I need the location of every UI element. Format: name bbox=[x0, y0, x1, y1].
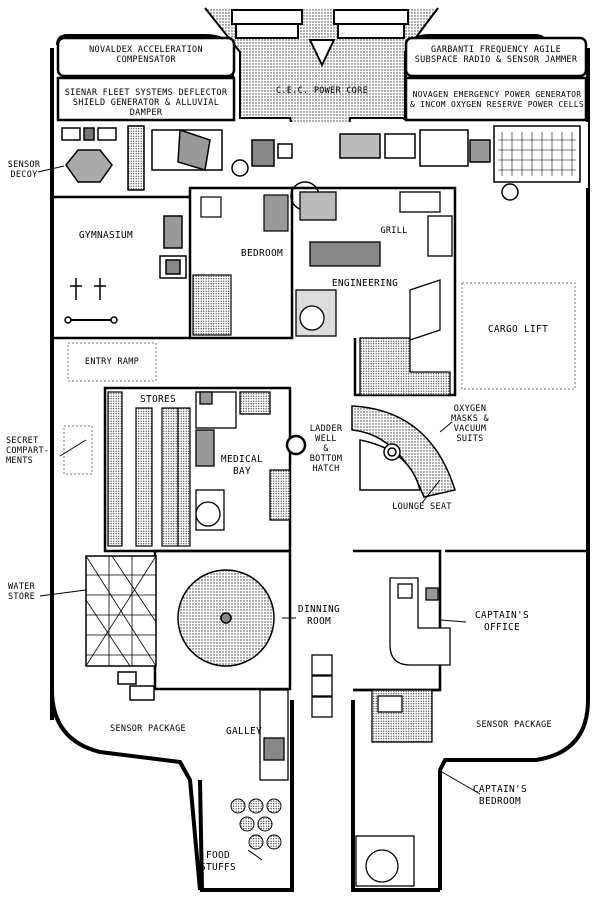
equipment-row bbox=[54, 122, 588, 211]
label-galley: GALLEY bbox=[225, 726, 263, 737]
label-food-stuffs: FOOD STUFFS bbox=[199, 850, 237, 873]
label-sensor-package-left: SENSOR PACKAGE bbox=[110, 724, 186, 734]
label-novaldex: NOVALDEX ACCELERATION COMPENSATOR bbox=[89, 45, 203, 65]
label-bedroom: BEDROOM bbox=[240, 248, 284, 259]
cargo-lift bbox=[461, 282, 576, 390]
label-cargo-lift: CARGO LIFT bbox=[487, 324, 549, 335]
dining-table bbox=[177, 569, 275, 667]
label-lounge-seat: LOUNGE SEAT bbox=[392, 502, 452, 512]
label-stores: STORES bbox=[139, 394, 177, 405]
water-store bbox=[85, 555, 157, 701]
label-secret: SECRET COMPART- MENTS bbox=[6, 436, 50, 466]
lounge-seat bbox=[351, 405, 456, 498]
galley-fixtures bbox=[259, 654, 333, 781]
stores-shelves bbox=[107, 391, 191, 547]
label-sensor-package-right: SENSOR PACKAGE bbox=[476, 720, 552, 730]
label-captains-office: CAPTAIN'S OFFICE bbox=[474, 610, 530, 633]
captains-bedroom-furniture bbox=[355, 689, 433, 887]
label-medical-bay: MEDICAL BAY bbox=[220, 454, 264, 477]
food-stuffs-barrels bbox=[230, 798, 282, 850]
power-core bbox=[204, 7, 439, 161]
engineering-equipment bbox=[295, 191, 453, 396]
label-garbanti: GARBANTI FREQUENCY AGILE SUBSPACE RADIO … bbox=[414, 45, 578, 65]
medical-bay-equipment bbox=[195, 391, 291, 531]
secret-compartments bbox=[63, 425, 93, 475]
gymnasium-equipment bbox=[64, 215, 187, 324]
label-sienar: SIENAR FLEET SYSTEMS DEFLECTOR SHIELD GE… bbox=[64, 88, 228, 118]
label-engineering: ENGINEERING bbox=[331, 278, 399, 289]
callout-lines bbox=[37, 165, 481, 861]
ladder-well bbox=[285, 434, 307, 456]
label-gymnasium: GYMNASIUM bbox=[78, 230, 134, 241]
label-entry-ramp: ENTRY RAMP bbox=[84, 357, 140, 367]
label-water-store: WATER STORE bbox=[8, 582, 36, 602]
label-novagen: NOVAGEN EMERGENCY POWER GENERATOR & INCO… bbox=[410, 90, 584, 109]
label-dinning-room: DINNING ROOM bbox=[297, 604, 341, 627]
label-captains-bedroom: CAPTAIN'S BEDROOM bbox=[472, 784, 528, 807]
label-sensor-decoy: SENSOR DECOY bbox=[7, 160, 41, 180]
top-bays bbox=[56, 36, 588, 122]
label-grill: GRILL bbox=[380, 226, 408, 236]
bedroom-furniture bbox=[192, 194, 289, 336]
label-power-core: C.E.C. POWER CORE bbox=[275, 86, 369, 96]
entry-ramp bbox=[67, 342, 157, 382]
label-oxygen: OXYGEN MASKS & VACUUM SUITS bbox=[451, 404, 489, 444]
captains-office-furniture bbox=[389, 577, 451, 666]
label-ladder: LADDER WELL & BOTTOM HATCH bbox=[309, 424, 343, 474]
